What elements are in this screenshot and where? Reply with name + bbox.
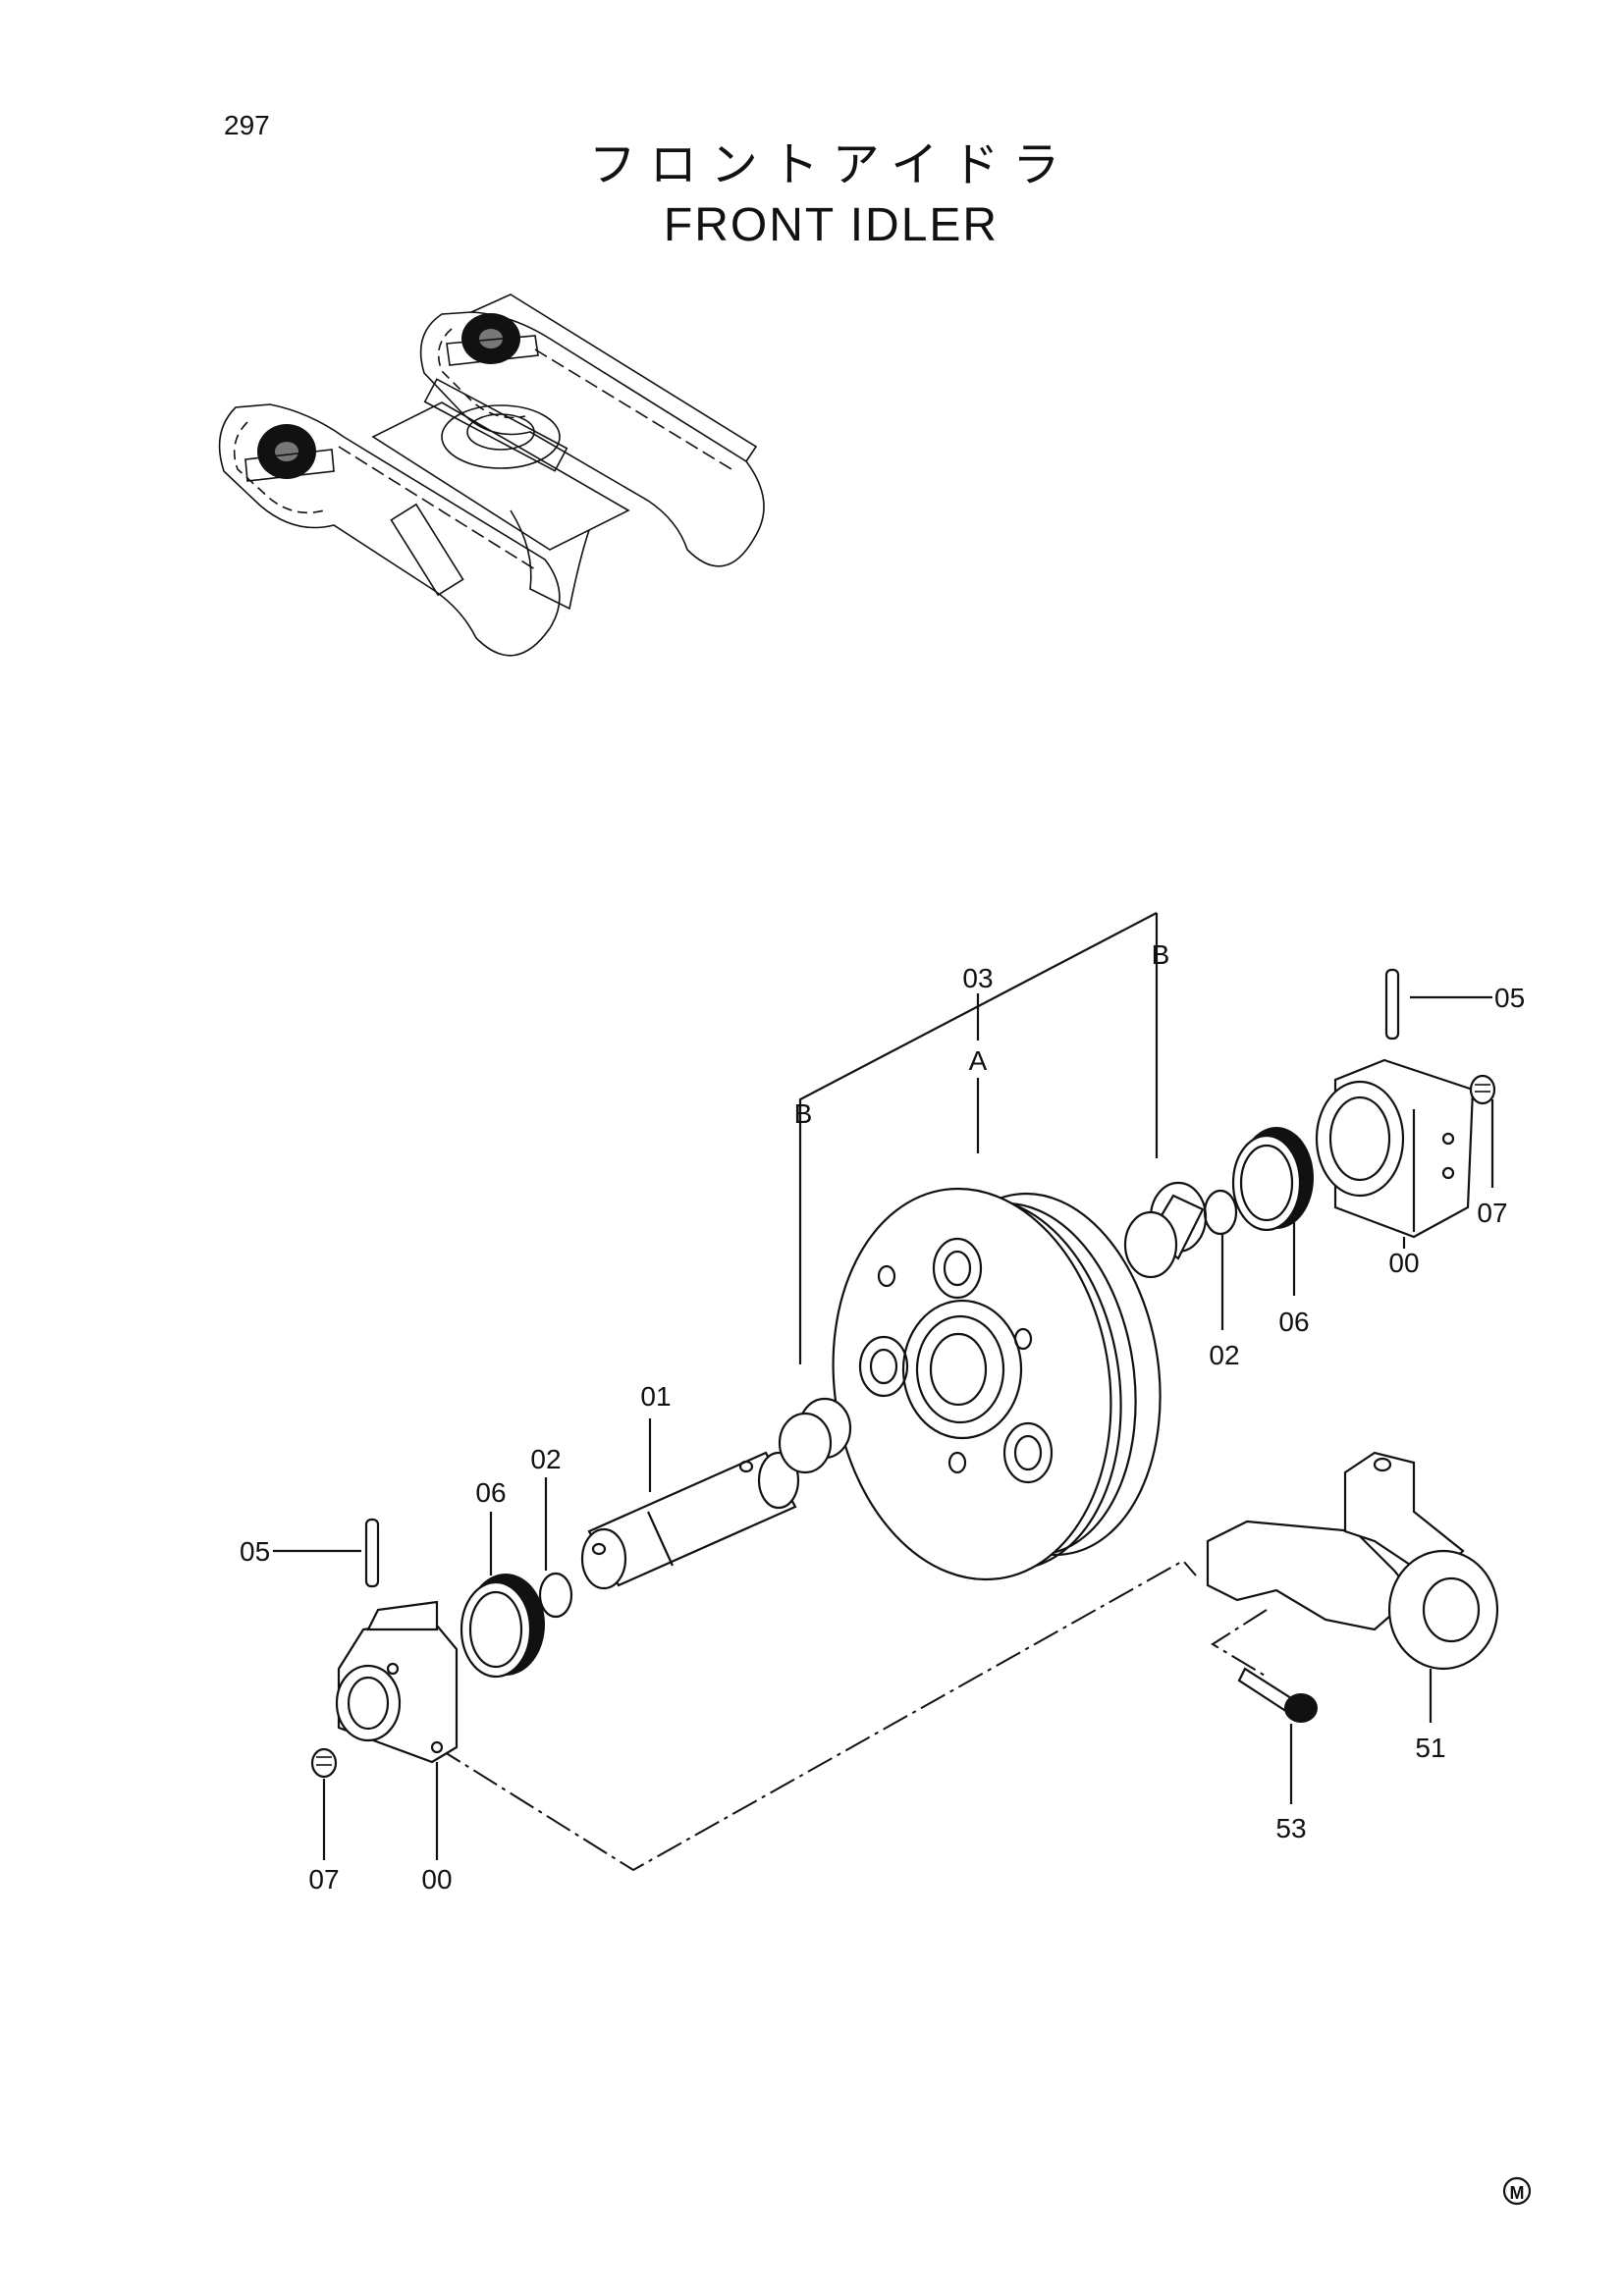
yoke-bolt-part bbox=[1237, 1667, 1318, 1723]
callout-53: 53 bbox=[1275, 1813, 1306, 1843]
callout-00-left: 00 bbox=[421, 1864, 452, 1895]
front-idler-wheel-front-icon bbox=[244, 424, 335, 482]
front-idler-wheel-rear-icon bbox=[446, 313, 539, 366]
bushing-right-part bbox=[1123, 1181, 1208, 1279]
idler-yoke-part bbox=[1206, 1451, 1499, 1671]
floating-seal-left-part bbox=[460, 1574, 545, 1679]
undercarriage-overview-illustration bbox=[218, 294, 765, 657]
callout-b-right: B bbox=[1152, 939, 1170, 970]
callout-02-left: 02 bbox=[530, 1444, 561, 1474]
title-block: フロントアイドラ FRONT IDLER bbox=[0, 135, 1623, 257]
callout-a: A bbox=[969, 1045, 988, 1076]
circled-m-mark: M bbox=[1502, 2176, 1532, 2206]
callout-51: 51 bbox=[1415, 1733, 1445, 1763]
set-screw-right-part bbox=[1469, 1074, 1496, 1105]
callout-02-right: 02 bbox=[1209, 1340, 1239, 1370]
callout-05-left: 05 bbox=[240, 1536, 270, 1567]
bushing-left-part bbox=[778, 1397, 852, 1474]
title-english: FRONT IDLER bbox=[663, 199, 1000, 251]
title-japanese: フロントアイドラ bbox=[588, 137, 1074, 192]
pin-right-part bbox=[1384, 968, 1400, 1041]
callout-07-right: 07 bbox=[1477, 1198, 1507, 1228]
leader-line-b-left bbox=[798, 912, 1158, 1364]
idler-wheel-part bbox=[832, 1187, 1162, 1581]
idler-shaft-part bbox=[580, 1451, 800, 1590]
callout-00-right: 00 bbox=[1388, 1248, 1419, 1278]
callout-06-left: 06 bbox=[475, 1477, 506, 1508]
callout-03: 03 bbox=[962, 963, 993, 993]
callout-b-left: B bbox=[794, 1098, 813, 1129]
o-ring-right-part bbox=[1203, 1189, 1238, 1236]
callout-07-left: 07 bbox=[308, 1864, 339, 1895]
mark-letter: M bbox=[1510, 2183, 1525, 2203]
set-screw-left-part bbox=[310, 1747, 338, 1779]
page-number: 297 bbox=[224, 110, 270, 140]
callout-01: 01 bbox=[640, 1381, 671, 1412]
o-ring-left-part bbox=[538, 1572, 573, 1619]
pin-left-part bbox=[364, 1518, 380, 1588]
assembly-dash-line bbox=[436, 1559, 1197, 1872]
callout-05-right: 05 bbox=[1494, 983, 1525, 1013]
idler-bracket-right-part bbox=[1315, 1058, 1475, 1239]
idler-bracket-left-part bbox=[335, 1600, 459, 1764]
callout-06-right: 06 bbox=[1278, 1307, 1309, 1337]
floating-seal-right-part bbox=[1231, 1127, 1314, 1232]
